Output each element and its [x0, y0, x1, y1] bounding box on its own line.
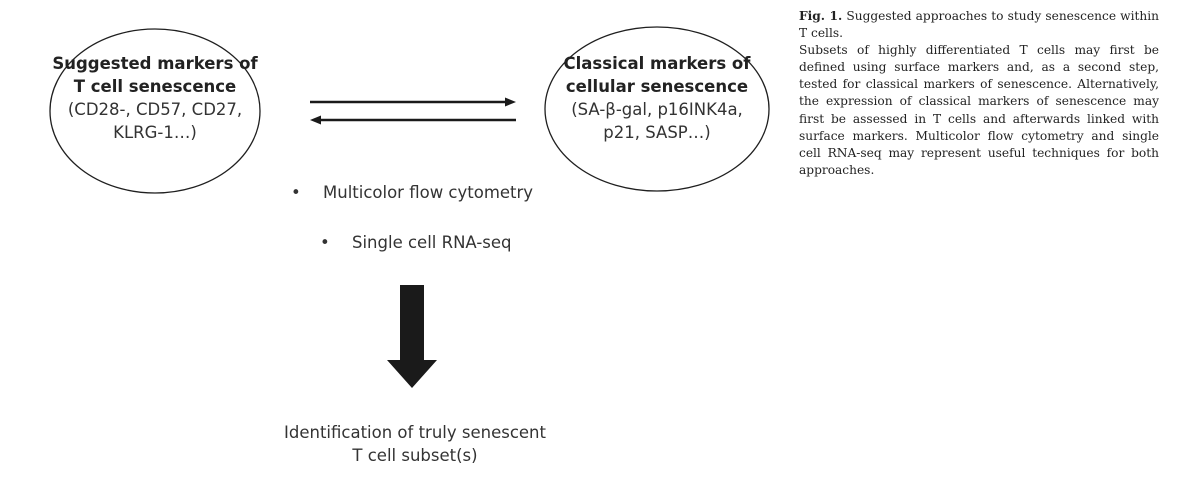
caption-heading: Fig. 1. Suggested approaches to study se…	[799, 8, 1159, 42]
caption-title: Suggested approaches to study senescence…	[799, 9, 1160, 41]
left-node-detail-line1: (CD28-, CD57, CD27,	[67, 100, 243, 119]
backward-arrow	[310, 115, 516, 125]
bullet-icon: •	[320, 233, 330, 252]
figure-caption: Fig. 1. Suggested approaches to study se…	[799, 8, 1159, 179]
left-node-ellipse	[49, 28, 261, 194]
left-node-title-line2: T cell senescence	[73, 77, 237, 96]
bullet-icon: •	[291, 183, 301, 202]
technique-item: • Multicolor flow cytometry	[291, 182, 534, 204]
right-node-title-line2: cellular senescence	[565, 77, 749, 96]
right-node-ellipse	[544, 26, 770, 192]
right-node-detail-line1: (SA-β-gal, p16INK4a,	[571, 100, 743, 119]
right-node-title-line1: Classical markers of	[563, 54, 751, 73]
technique-label: Multicolor flow cytometry	[323, 183, 534, 202]
left-node-title-line1: Suggested markers of	[52, 54, 258, 73]
caption-body: Subsets of highly differentiated T cells…	[799, 43, 1159, 177]
result-line2: T cell subset(s)	[352, 446, 478, 465]
technique-label: Single cell RNA-seq	[352, 233, 512, 252]
right-node-detail-line2: p21, SASP…)	[603, 123, 711, 142]
caption-label: Fig. 1.	[799, 9, 843, 23]
right-node-text: Classical markers of cellular senescence…	[548, 52, 766, 144]
technique-item: • Single cell RNA-seq	[320, 232, 512, 254]
forward-arrow	[310, 97, 516, 107]
down-block-arrow	[387, 285, 437, 388]
left-node-detail-line2: KLRG-1…)	[113, 123, 197, 142]
result-text: Identification of truly senescent T cell…	[250, 421, 580, 467]
left-node-text: Suggested markers of T cell senescence (…	[50, 52, 260, 144]
result-line1: Identification of truly senescent	[284, 423, 546, 442]
